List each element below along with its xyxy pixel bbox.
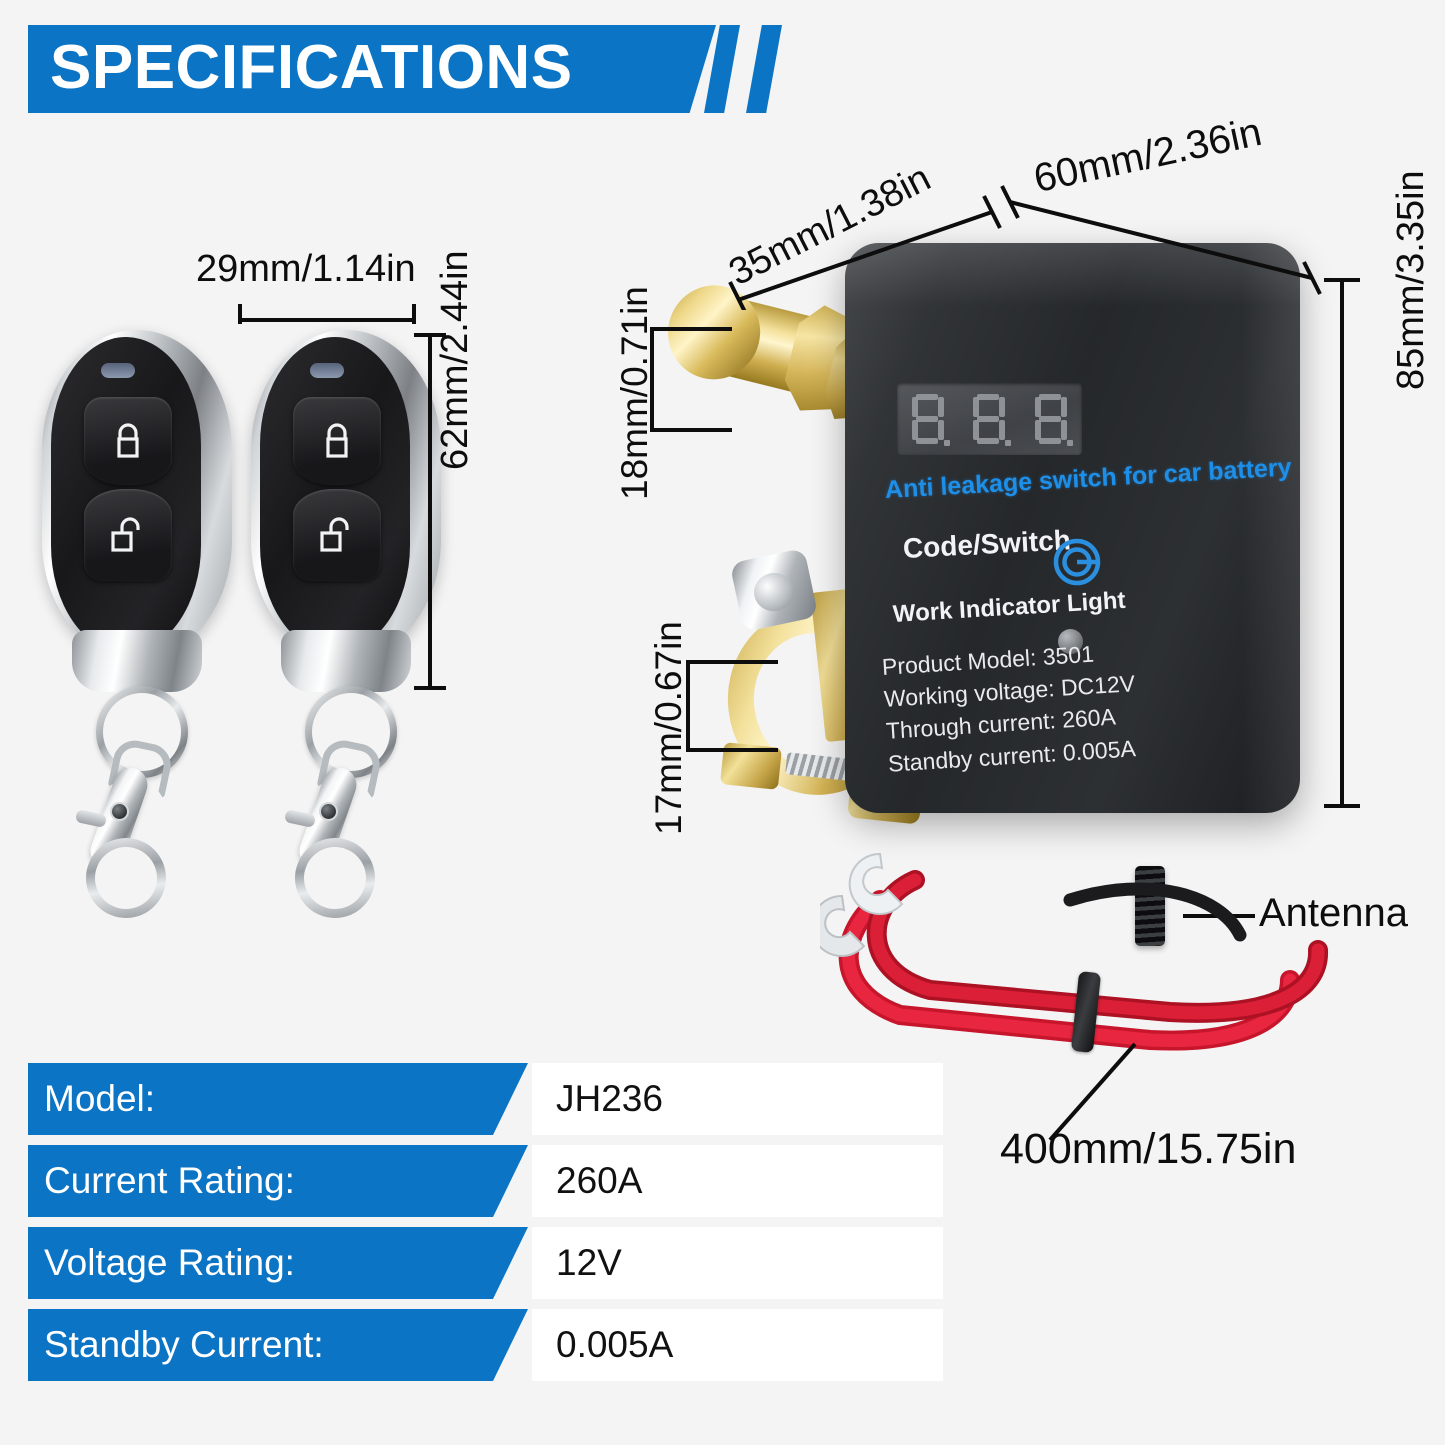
dimension-clamp-height: 17mm/0.67in — [648, 621, 689, 835]
spec-value-current-rating: 260A — [556, 1160, 643, 1201]
device-tagline: Anti leakage switch for car battery — [884, 453, 1293, 504]
dim-cap-post-bottom — [650, 428, 732, 432]
fob-led-indicator — [310, 363, 344, 378]
dim-line-device-height — [1340, 278, 1344, 808]
dim-cap-clamp-bottom — [686, 748, 778, 752]
dim-line-remote-width — [238, 318, 416, 322]
spec-value-cell: 12V — [532, 1227, 943, 1299]
dim-cap-post-top — [650, 327, 732, 331]
spec-label-voltage-rating: Voltage Rating: — [44, 1242, 295, 1283]
antenna-coil — [1135, 866, 1165, 946]
lock-icon — [319, 419, 355, 463]
banner-slash-2 — [746, 25, 782, 113]
dimension-cable-length: 400mm/15.75in — [1000, 1125, 1297, 1173]
seven-segment-digit-2 — [969, 392, 1012, 446]
ring-terminal-lower — [820, 894, 866, 957]
fob-face-panel — [260, 337, 410, 653]
spec-value-cell: JH236 — [532, 1063, 943, 1135]
clasp-pin-left — [110, 802, 129, 821]
fob-chrome-base — [281, 630, 411, 692]
red-cable-assembly — [820, 852, 1329, 1051]
fob-face-panel — [51, 337, 201, 653]
device-work-indicator-label: Work Indicator Light — [892, 586, 1127, 628]
dimension-device-height: 85mm/3.35in — [1390, 170, 1432, 390]
spec-label-cell: Voltage Rating: — [28, 1227, 528, 1299]
spec-label-cell: Model: — [28, 1063, 528, 1135]
fob-chrome-base — [72, 630, 202, 692]
banner-background — [28, 25, 668, 113]
spec-value-cell: 0.005A — [532, 1309, 943, 1381]
dim-cap-top — [414, 333, 446, 337]
spec-value-cell: 260A — [532, 1145, 943, 1217]
anti-leakage-switch-device: Anti leakage switch for car battery Code… — [845, 243, 1300, 813]
fob-lock-button[interactable] — [293, 397, 381, 485]
spec-value-voltage-rating: 12V — [556, 1242, 622, 1283]
spec-label-standby-current: Standby Current: — [44, 1324, 324, 1365]
dimension-remote-width: 29mm/1.14in — [196, 248, 416, 290]
dim-line-post — [650, 327, 654, 432]
fob-unlock-button[interactable] — [293, 489, 381, 581]
device-top-highlight — [845, 243, 1300, 307]
remote-fob-right — [251, 330, 441, 730]
keyring-right — [305, 686, 397, 778]
dim-line-device-width — [1000, 185, 1322, 295]
dim-line-remote-height — [428, 333, 432, 690]
remote-fob-left — [42, 330, 232, 730]
power-icon[interactable] — [1050, 535, 1104, 589]
dimension-remote-height: 62mm/2.44in — [434, 250, 476, 470]
clasp-pin-right — [319, 802, 338, 821]
seven-segment-digit-1 — [908, 392, 950, 446]
seven-segment-digit-3 — [1031, 392, 1074, 446]
table-row: Standby Current: 0.005A — [28, 1309, 943, 1381]
specifications-banner: SPECIFICATIONS — [28, 25, 782, 113]
cable-length-leader — [1048, 1042, 1137, 1142]
keyring-left — [96, 686, 188, 778]
spec-label-cell: Current Rating: — [28, 1145, 528, 1217]
fob-lock-button[interactable] — [84, 397, 172, 485]
dim-line-clamp — [686, 660, 690, 752]
table-row: Voltage Rating: 12V — [28, 1227, 943, 1299]
device-spec-block: Product Model: 3501 Working voltage: DC1… — [881, 632, 1188, 779]
clasp-hook-right — [282, 825, 388, 931]
dim-line-device-depth — [728, 195, 1002, 310]
clasp-hook-left — [73, 825, 179, 931]
unlock-icon — [108, 513, 148, 557]
spec-label-cell: Standby Current: — [28, 1309, 528, 1381]
work-indicator-led — [1058, 629, 1083, 654]
fob-led-indicator — [101, 363, 135, 378]
callout-antenna: Antenna — [1259, 891, 1409, 935]
spec-value-standby-current: 0.005A — [556, 1324, 674, 1365]
lock-icon — [110, 419, 146, 463]
spec-value-model: JH236 — [556, 1078, 663, 1119]
dim-cap-left — [238, 304, 242, 324]
dim-cap-device-top — [1324, 278, 1360, 282]
table-row: Current Rating: 260A — [28, 1145, 943, 1217]
led-voltage-display — [897, 383, 1082, 455]
table-row: Model: JH236 — [28, 1063, 943, 1135]
ring-terminal-upper — [848, 852, 904, 915]
spec-label-current-rating: Current Rating: — [44, 1160, 295, 1201]
spec-label-model: Model: — [44, 1078, 156, 1119]
dim-cap-clamp-top — [686, 660, 778, 664]
specification-table: Model: JH236 Current Rating: 260A Voltag… — [28, 1063, 943, 1391]
device-face: Anti leakage switch for car battery Code… — [845, 243, 1300, 813]
fob-unlock-button[interactable] — [84, 489, 172, 581]
dim-cap-right — [412, 304, 416, 324]
dim-cap-device-bottom — [1324, 804, 1360, 808]
page-title: SPECIFICATIONS — [50, 33, 573, 102]
dim-cap-bottom — [414, 686, 446, 690]
device-code-switch-label: Code/Switch — [902, 524, 1072, 564]
device-right-highlight — [1242, 243, 1300, 813]
unlock-icon — [317, 513, 357, 557]
